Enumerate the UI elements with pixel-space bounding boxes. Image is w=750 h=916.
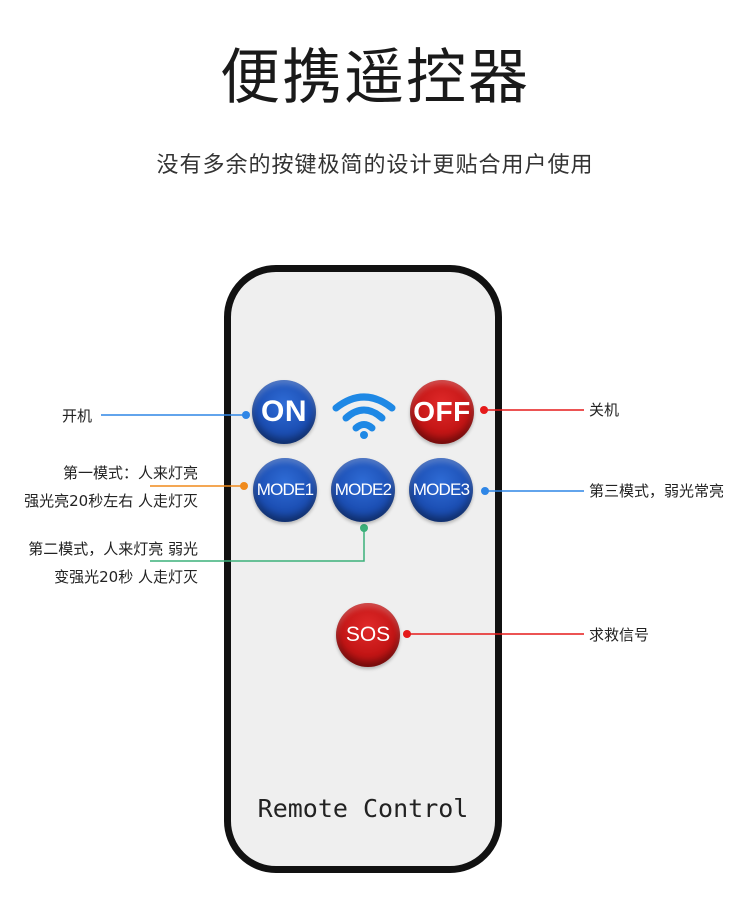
mode1-annotation-line1: 第一模式：人来灯亮 [62, 464, 198, 482]
wifi-icon [332, 393, 396, 439]
off-annotation: 关机 [589, 401, 620, 419]
mode2-button[interactable]: MODE2 [331, 458, 395, 522]
mode2-annotation-line2: 变强光20秒 人走灯灭 [54, 568, 198, 586]
page-subtitle: 没有多余的按键极简的设计更贴合用户使用 [156, 153, 594, 178]
remote-control-body [224, 265, 502, 873]
mode3-button[interactable]: MODE3 [409, 458, 473, 522]
mode1-annotation-line2: 强光亮20秒左右 人走灯灭 [24, 492, 198, 510]
on-button[interactable]: ON [252, 380, 316, 444]
off-button[interactable]: OFF [410, 380, 474, 444]
on-annotation: 开机 [62, 407, 93, 425]
mode1-button[interactable]: MODE1 [253, 458, 317, 522]
mode3-annotation: 第三模式，弱光常亮 [589, 482, 725, 500]
page-title: 便携遥控器 [220, 43, 530, 113]
remote-control-label: Remote Control [257, 794, 469, 823]
mode2-annotation-line1: 第二模式，人来灯亮 弱光 [28, 540, 198, 558]
sos-annotation: 求救信号 [589, 626, 650, 644]
sos-button[interactable]: SOS [336, 603, 400, 667]
